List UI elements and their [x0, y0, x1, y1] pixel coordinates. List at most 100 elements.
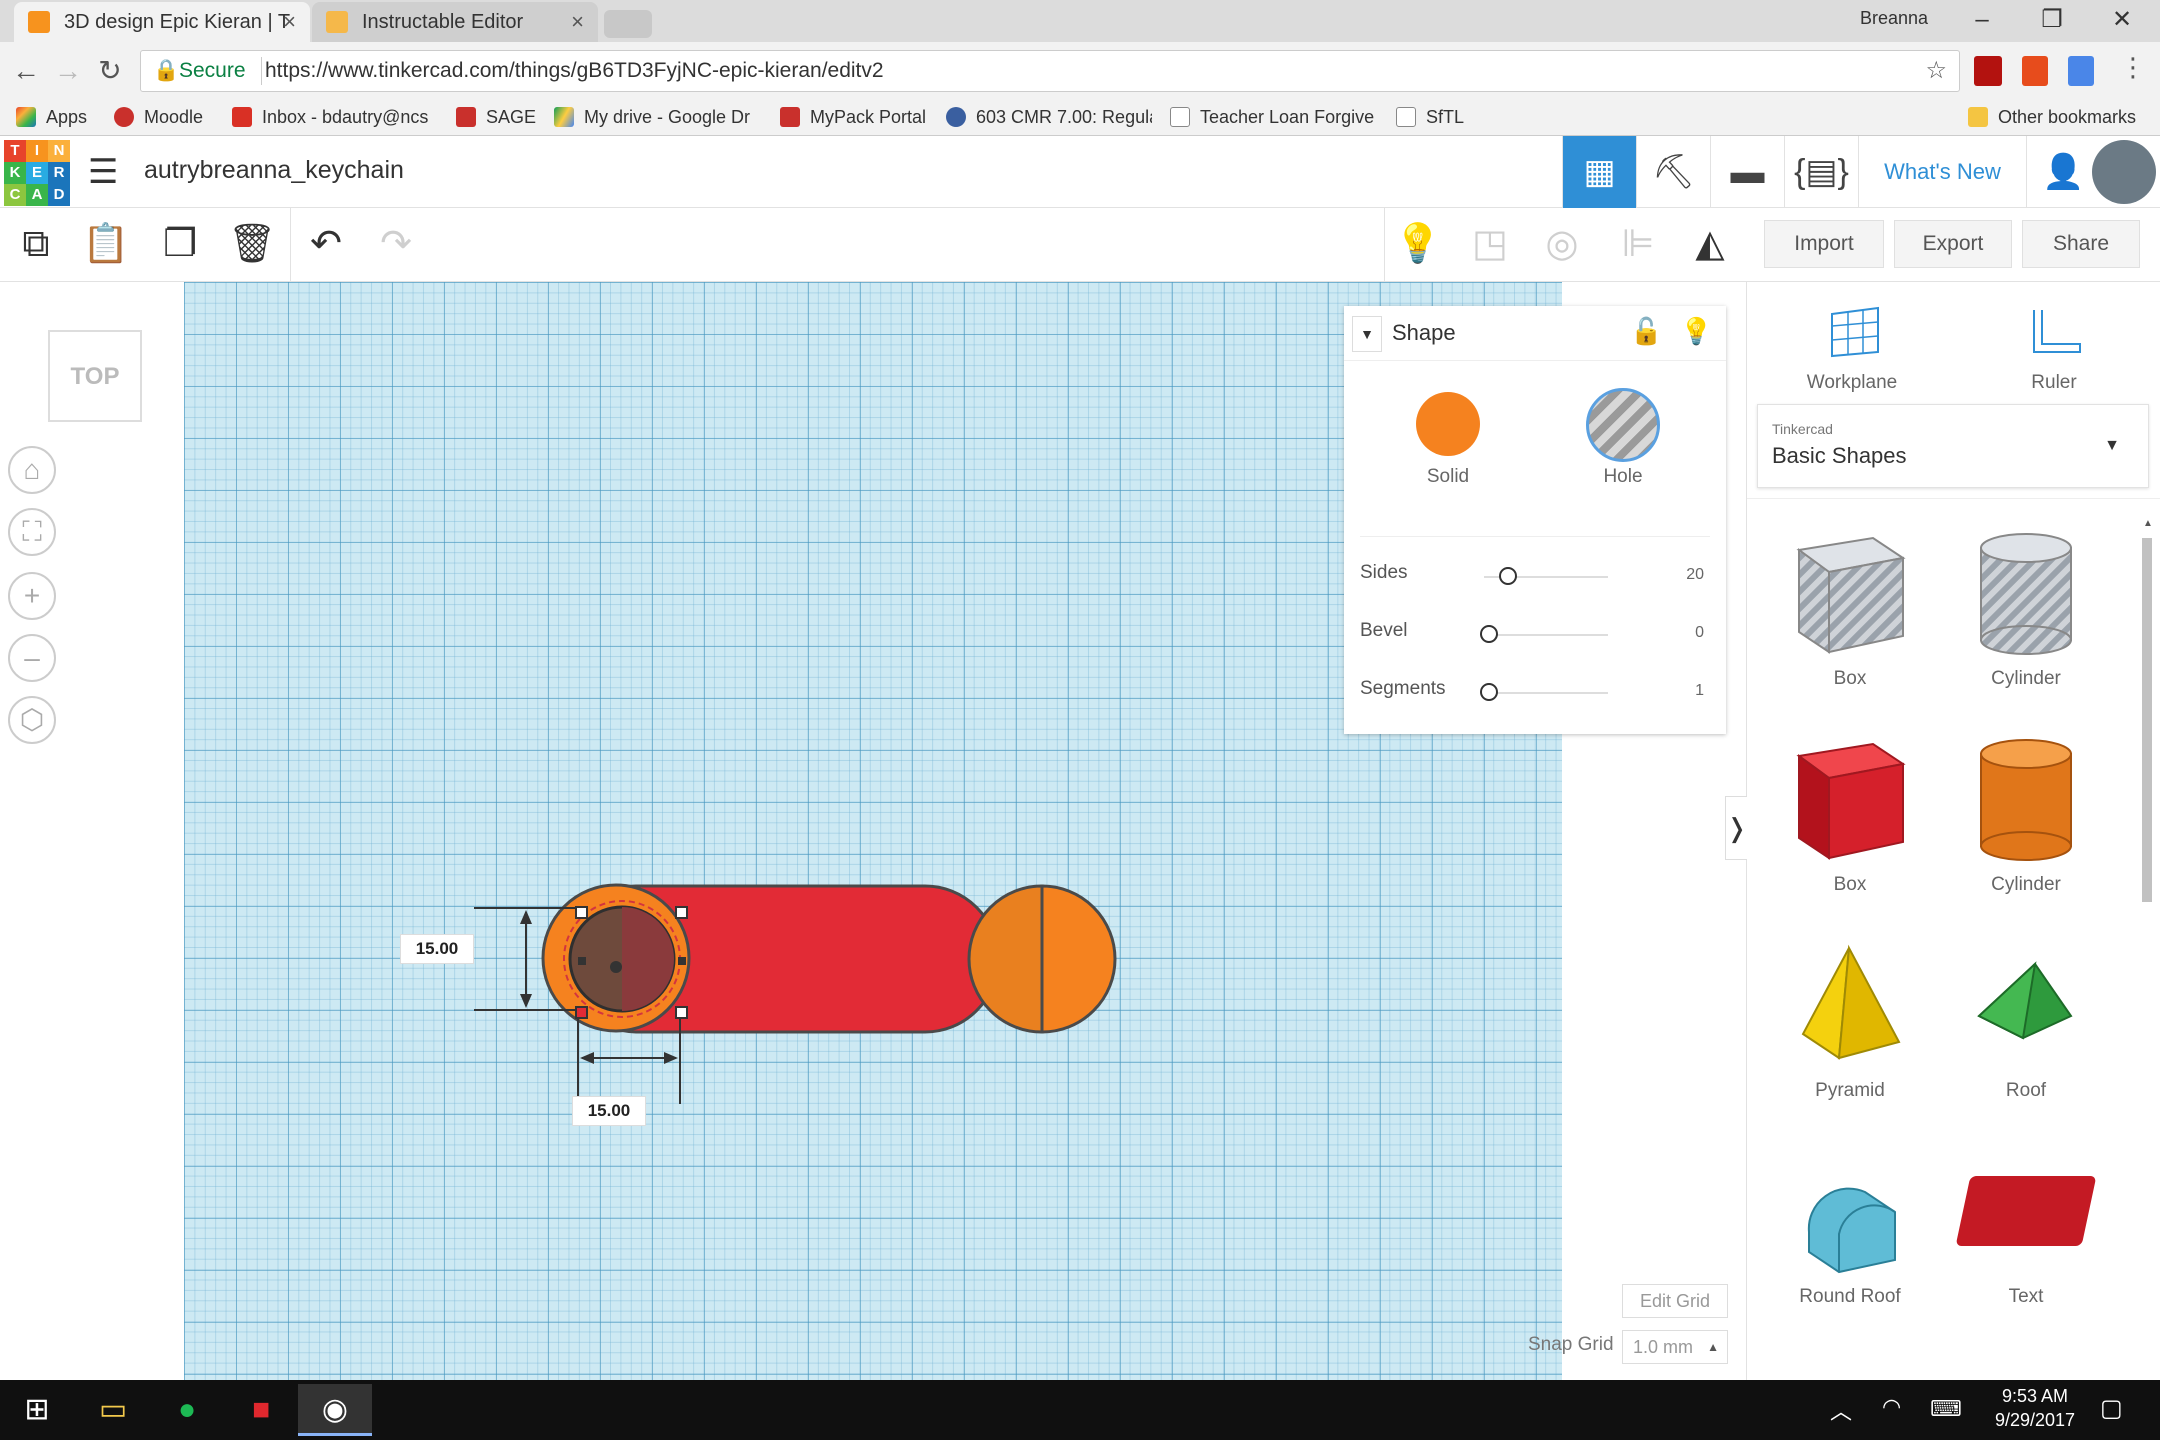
spotify-icon[interactable]: ● — [177, 1393, 197, 1426]
windows-start-icon[interactable]: ⊞ — [24, 1393, 50, 1426]
new-tab-button[interactable] — [604, 10, 652, 38]
workplane-grid[interactable] — [184, 282, 1562, 1380]
segments-value[interactable]: 1 — [1695, 682, 1704, 699]
bevel-slider-knob[interactable] — [1480, 625, 1498, 643]
reload-icon[interactable]: ↻ — [98, 55, 122, 86]
ruler-tool[interactable]: Ruler — [1956, 296, 2152, 400]
bookmark-gmail[interactable]: Inbox - bdautry@ncs — [228, 100, 438, 134]
bevel-value[interactable]: 0 — [1695, 624, 1704, 641]
bookmark-sftl[interactable]: SfTL — [1392, 100, 1464, 134]
other-bookmarks[interactable]: Other bookmarks — [1964, 100, 2136, 134]
view-cube[interactable]: TOP — [48, 330, 142, 422]
chrome-taskbar-icon[interactable]: ◉ — [298, 1384, 372, 1436]
shape-round-roof[interactable]: Round Roof — [1765, 1140, 1935, 1330]
3d-design-view-icon[interactable]: ▦ — [1562, 136, 1636, 208]
undo-icon[interactable]: ↶ — [310, 223, 342, 265]
ungroup-icon[interactable]: ◎ — [1545, 223, 1579, 265]
resize-handle[interactable] — [575, 906, 588, 919]
fit-view-icon[interactable]: ⛶ — [8, 508, 56, 556]
shape-box-red[interactable]: Box — [1765, 728, 1935, 918]
shape-box-gray[interactable]: Box — [1765, 522, 1935, 712]
file-explorer-icon[interactable]: ▭ — [98, 1393, 128, 1426]
segments-slider-track[interactable] — [1484, 692, 1608, 694]
system-clock[interactable]: 9:53 AM 9/29/2017 — [1980, 1384, 2090, 1432]
mirror-icon[interactable]: ◭ — [1695, 223, 1725, 265]
bookmark-sage[interactable]: SAGE — [452, 100, 536, 134]
action-center-icon[interactable]: ▢ — [2100, 1395, 2123, 1422]
height-dimension-input[interactable]: 15.00 — [400, 934, 474, 964]
show-hidden-icons[interactable]: ︿ — [1830, 1399, 1853, 1424]
bookmark-moodle[interactable]: Moodle — [110, 100, 203, 134]
group-icon[interactable]: ◳ — [1472, 223, 1508, 265]
shape-text[interactable]: Text — [1941, 1140, 2111, 1330]
bookmark-mypack[interactable]: MyPack Portal — [776, 100, 926, 134]
design-canvas[interactable] — [184, 282, 1562, 1380]
perspective-icon[interactable]: ⬡ — [8, 696, 56, 744]
sides-slider-knob[interactable] — [1498, 567, 1517, 585]
wifi-icon[interactable]: ◠ — [1882, 1394, 1902, 1419]
profile-name[interactable]: Breanna — [1860, 8, 1929, 28]
pickaxe-icon[interactable]: ⛏ — [1636, 136, 1710, 208]
close-tab-icon[interactable]: × — [571, 9, 584, 34]
resize-handle[interactable] — [575, 1006, 588, 1019]
duplicate-icon[interactable]: ❐ — [162, 223, 198, 265]
bookmark-apps[interactable]: Apps — [12, 100, 87, 134]
delete-icon[interactable]: 🗑 — [227, 223, 277, 265]
cylinder-right-half[interactable] — [1040, 884, 1117, 1034]
edge-handle[interactable] — [578, 957, 586, 965]
sides-slider-track[interactable] — [1484, 576, 1608, 578]
edge-handle[interactable] — [678, 957, 686, 965]
url-omnibox[interactable]: 🔒 Secure https://www.tinkercad.com/thing… — [140, 50, 1960, 92]
design-name[interactable]: autrybreanna_keychain — [144, 156, 404, 184]
shapes-scrollbar[interactable]: ▲ — [2139, 512, 2155, 1380]
creative-cloud-icon[interactable]: ■ — [251, 1393, 271, 1426]
workplane-tool[interactable]: Workplane — [1748, 296, 1956, 400]
segments-slider-knob[interactable] — [1480, 683, 1498, 701]
width-dimension-input[interactable]: 15.00 — [572, 1096, 646, 1126]
scrollbar-thumb[interactable] — [2142, 538, 2152, 902]
home-view-icon[interactable]: ⌂ — [8, 446, 56, 494]
url-text[interactable]: https://www.tinkercad.com/things/gB6TD3F… — [265, 59, 884, 82]
edit-grid-button[interactable]: Edit Grid — [1622, 1284, 1728, 1318]
resize-handle[interactable] — [675, 906, 688, 919]
whats-new-link[interactable]: What's New — [1858, 136, 2026, 208]
back-icon[interactable]: ← — [12, 55, 40, 86]
office-extension-icon[interactable] — [2022, 56, 2048, 86]
close-tab-icon[interactable]: × — [283, 9, 296, 34]
bevel-slider-track[interactable] — [1484, 634, 1608, 636]
restore-icon[interactable]: ❐ — [2041, 6, 2063, 33]
collapse-panel-chevron-icon[interactable]: ❭ — [1725, 796, 1748, 860]
minimize-icon[interactable]: – — [1975, 6, 1989, 33]
browser-tab-instructables[interactable]: Instructable Editor × — [312, 2, 598, 42]
snap-grid-select[interactable]: 1.0 mm ▲ — [1622, 1330, 1728, 1364]
align-icon[interactable]: ⊫ — [1621, 223, 1655, 265]
share-button[interactable]: Share — [2022, 220, 2140, 268]
resize-handle[interactable] — [675, 1006, 688, 1019]
keyboard-icon[interactable]: ⌨ — [1930, 1396, 1962, 1421]
cylinder-right-half-2[interactable] — [967, 884, 1044, 1034]
codeblocks-icon[interactable]: {▤} — [1784, 136, 1858, 208]
shape-cylinder-orange[interactable]: Cylinder — [1941, 728, 2111, 918]
redo-icon[interactable]: ↷ — [380, 223, 412, 265]
export-button[interactable]: Export — [1894, 220, 2012, 268]
collapse-inspector-icon[interactable]: ▼ — [1352, 316, 1382, 352]
zoom-out-icon[interactable]: – — [8, 634, 56, 682]
sides-value[interactable]: 20 — [1686, 566, 1704, 583]
bookmark-star-icon[interactable]: ☆ — [1925, 57, 1947, 84]
bookmark-603-cmr[interactable]: 603 CMR 7.00: Regula — [942, 100, 1152, 134]
design-list-icon[interactable]: ☰ — [88, 153, 119, 191]
docs-extension-icon[interactable] — [2068, 56, 2094, 86]
shape-pyramid[interactable]: Pyramid — [1765, 934, 1935, 1124]
shape-cylinder-gray[interactable]: Cylinder — [1941, 522, 2111, 712]
add-user-icon[interactable]: 👤 — [2026, 136, 2100, 208]
shape-library-select[interactable]: Tinkercad Basic Shapes ▼ — [1757, 404, 2149, 488]
scroll-up-icon[interactable]: ▲ — [2143, 518, 2153, 529]
bookmark-google-drive[interactable]: My drive - Google Dr — [550, 100, 760, 134]
avatar[interactable] — [2092, 140, 2156, 204]
unlock-icon[interactable]: 🔓 — [1630, 316, 1663, 346]
zoom-in-icon[interactable]: + — [8, 572, 56, 620]
chrome-menu-icon[interactable]: ⋮ — [2120, 52, 2146, 82]
paste-icon[interactable]: 📋 — [82, 223, 130, 265]
shape-roof[interactable]: Roof — [1941, 934, 2111, 1124]
